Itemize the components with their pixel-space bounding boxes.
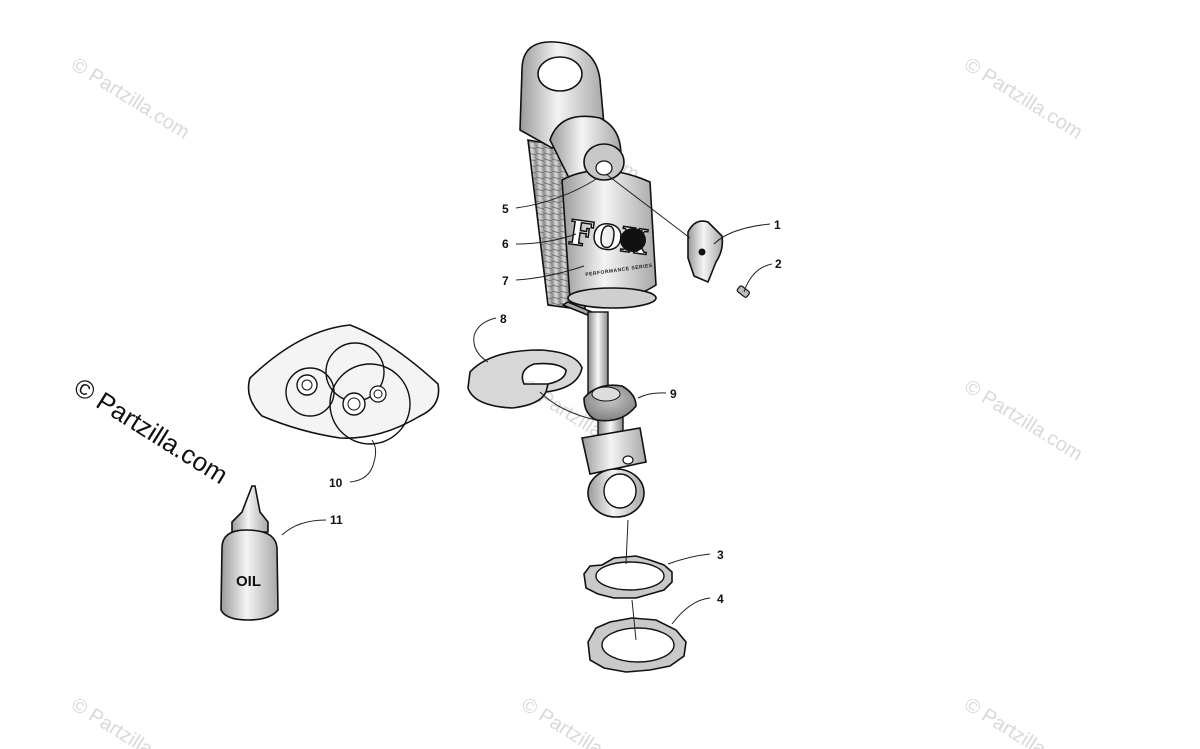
adjuster-nut	[587, 617, 687, 673]
spring-retainer	[467, 349, 583, 409]
callout-5: 5	[502, 202, 509, 216]
callouts: 1 2 3 4 5 6 7 8 9 10 11	[329, 202, 782, 606]
oil-bottle-label: OIL	[236, 573, 261, 590]
watermark-text: © Partzilla.com	[960, 54, 1086, 144]
callout-10: 10	[329, 476, 343, 490]
shock-clevis-bolt	[622, 455, 634, 465]
seal-kit-bag	[247, 324, 440, 445]
watermark-text: © Partzilla.com	[960, 376, 1086, 466]
lock-ring	[583, 555, 673, 599]
watermark-text: © Partzilla.com	[960, 694, 1086, 749]
bump-stop-top	[591, 386, 621, 402]
watermark-text: © Partzilla.com	[67, 54, 193, 144]
oil-bottle: OIL	[220, 485, 279, 621]
shock-logo-flame	[620, 228, 646, 252]
callout-6: 6	[502, 237, 509, 251]
watermark-text: © Partzilla.com	[67, 694, 193, 749]
callout-1: 1	[774, 218, 781, 232]
shock-shaft	[587, 311, 609, 398]
callout-11: 11	[330, 513, 343, 527]
shock-absorber: FOX PERFORMANCE SERIES	[519, 41, 657, 518]
shock-lower-eyelet-hole	[603, 473, 637, 509]
watermark-main-text: © Partzilla.com	[69, 372, 233, 490]
callout-4: 4	[717, 592, 724, 606]
callout-9: 9	[670, 387, 677, 401]
callout-7: 7	[502, 274, 509, 288]
callout-8: 8	[500, 312, 507, 326]
leader-lines	[281, 173, 773, 641]
callout-2: 2	[775, 257, 782, 271]
adjuster-lever-hole	[698, 248, 706, 256]
shock-adjuster-center	[595, 160, 613, 176]
callout-3: 3	[717, 548, 724, 562]
watermark-text: © Partzilla.com	[517, 694, 643, 749]
screw	[736, 285, 750, 298]
shock-top-eyelet-hole	[537, 56, 583, 92]
shock-body-bottom	[567, 287, 657, 309]
